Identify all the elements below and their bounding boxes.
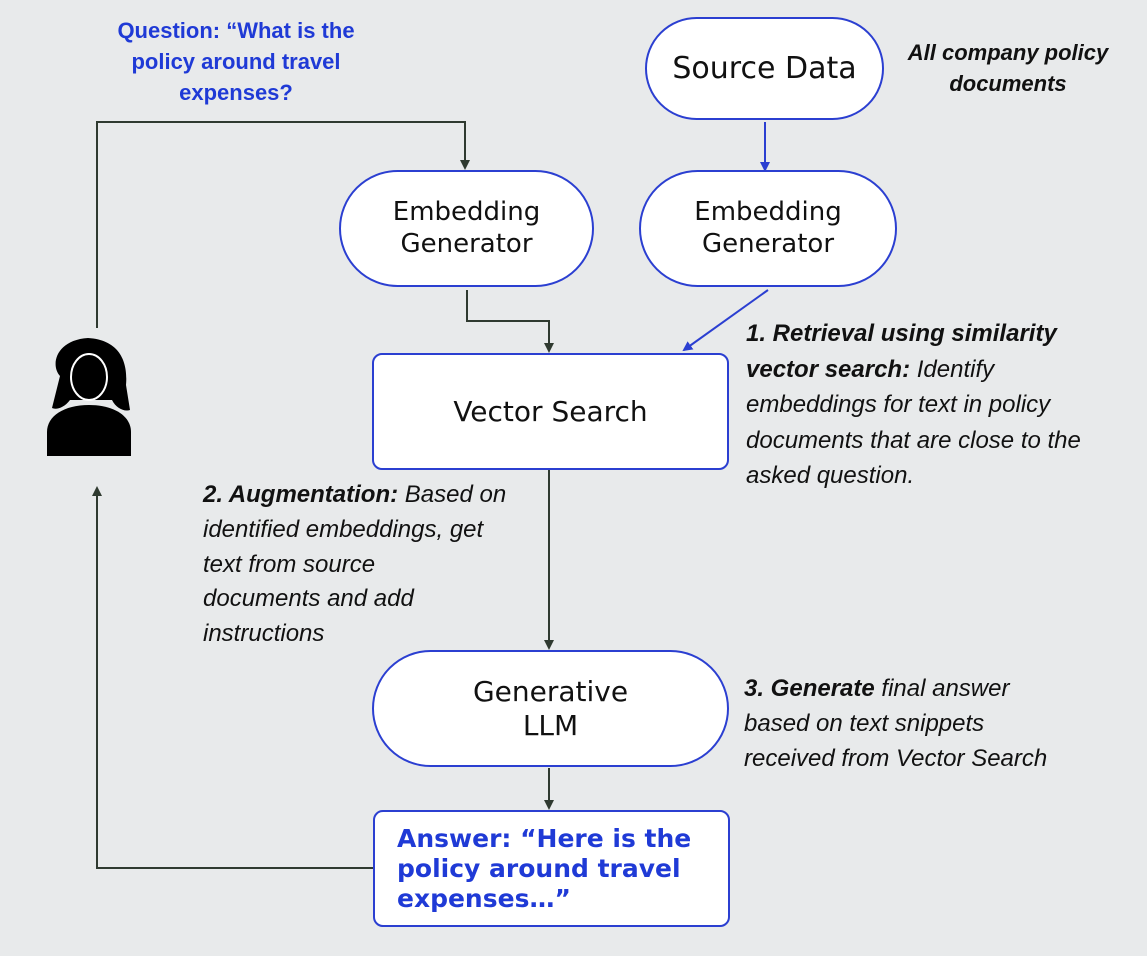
source-data-label: Source Data <box>672 50 857 86</box>
arrow-embedding-to-vector-search <box>466 290 554 353</box>
generative-llm-label: Generative LLM <box>472 674 629 742</box>
generate-annotation: 3. Generate final answer based on text s… <box>744 672 1134 776</box>
source-note-annotation: All company policy documents <box>907 40 1109 96</box>
retrieval-description: Identify embeddings for text in policy d… <box>746 355 1081 490</box>
answer-label: Answer: “Here is the policy around trave… <box>397 823 692 913</box>
question-annotation: Question: “What is the policy around tra… <box>117 18 355 105</box>
retrieval-heading: 1. Retrieval using similarity vector sea… <box>746 320 1057 383</box>
answer-node: Answer: “Here is the policy around trave… <box>373 810 730 927</box>
embedding-generator-docs-node: Embedding Generator <box>639 170 897 287</box>
augmentation-heading: 2. Augmentation: <box>203 481 399 508</box>
arrow-answer-to-user <box>92 486 373 869</box>
user-icon <box>47 338 131 456</box>
source-data-node: Source Data <box>645 17 884 120</box>
augmentation-annotation: 2. Augmentation: Based on identified emb… <box>203 478 553 652</box>
generate-description: final answer based on text snippets rece… <box>744 675 1048 772</box>
generate-heading: 3. Generate <box>744 675 875 702</box>
arrow-user-to-embedding <box>96 121 470 328</box>
generative-llm-node: Generative LLM <box>372 650 729 767</box>
vector-search-label: Vector Search <box>453 394 648 428</box>
arrow-doc-embedding-to-vector-search <box>682 289 769 352</box>
embedding-generator-label: Embedding Generator <box>694 197 842 259</box>
embedding-generator-label: Embedding Generator <box>392 197 541 259</box>
retrieval-annotation: 1. Retrieval using similarity vector sea… <box>746 316 1141 494</box>
augmentation-description: Based on identified embeddings, get text… <box>203 481 507 648</box>
embedding-generator-question-node: Embedding Generator <box>339 170 594 287</box>
vector-search-node: Vector Search <box>372 353 729 470</box>
